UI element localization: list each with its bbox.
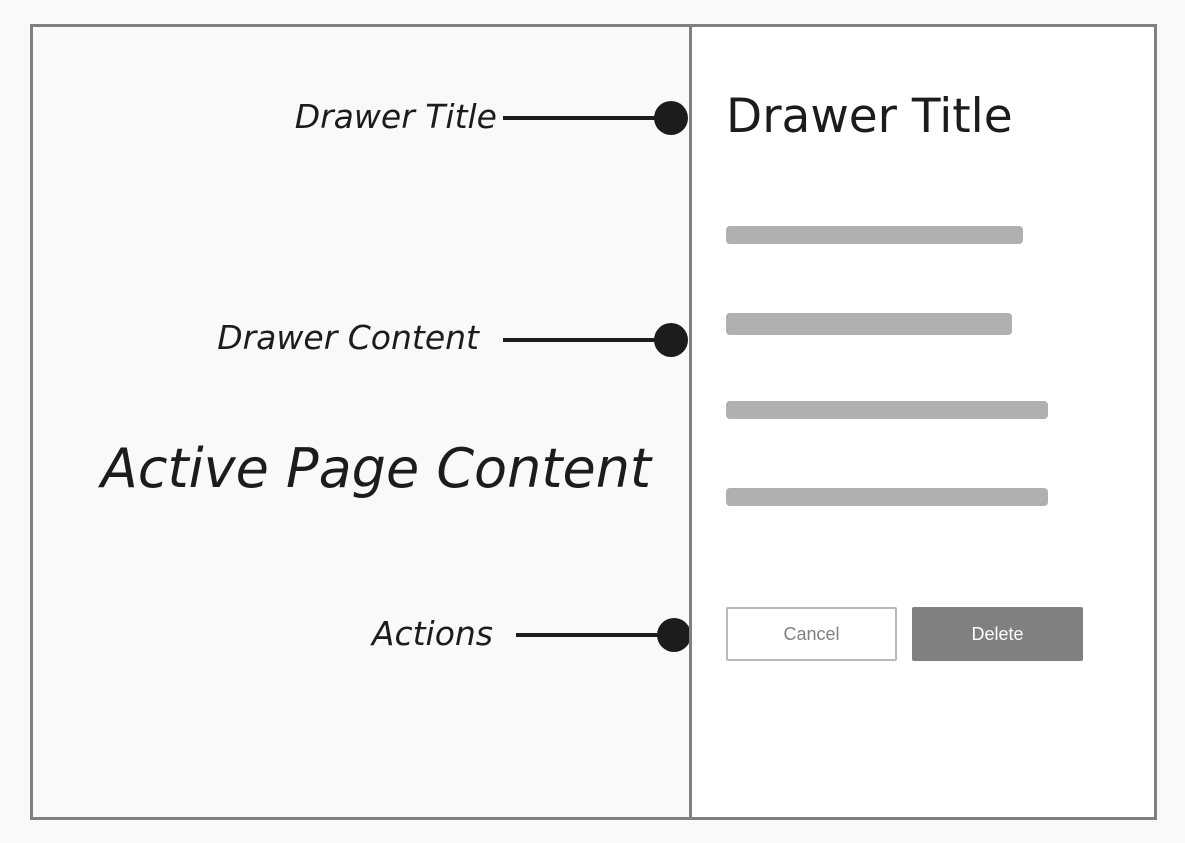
wireframe-frame: Drawer Title Drawer Content Active Page … xyxy=(30,24,1157,820)
drawer-panel: Drawer Title Cancel Delete xyxy=(689,27,1154,817)
drawer-content-line xyxy=(726,226,1023,244)
connector-actions xyxy=(516,633,676,637)
marker-dot-drawer-content xyxy=(654,323,688,357)
marker-dot-drawer-title xyxy=(654,101,688,135)
marker-dot-actions xyxy=(657,618,691,652)
cancel-button[interactable]: Cancel xyxy=(726,607,897,661)
annotation-actions: Actions xyxy=(371,614,493,653)
annotation-drawer-title: Drawer Title xyxy=(294,97,497,136)
annotation-drawer-content: Drawer Content xyxy=(217,318,479,357)
connector-drawer-content xyxy=(503,338,673,342)
connector-drawer-title xyxy=(503,116,673,120)
drawer-content-line xyxy=(726,488,1048,506)
drawer-title: Drawer Title xyxy=(726,89,1013,144)
drawer-content-line xyxy=(726,313,1012,335)
active-page-content: Active Page Content xyxy=(100,437,652,500)
delete-button[interactable]: Delete xyxy=(912,607,1083,661)
active-page-area: Drawer Title Drawer Content Active Page … xyxy=(33,27,691,817)
drawer-content-line xyxy=(726,401,1048,419)
